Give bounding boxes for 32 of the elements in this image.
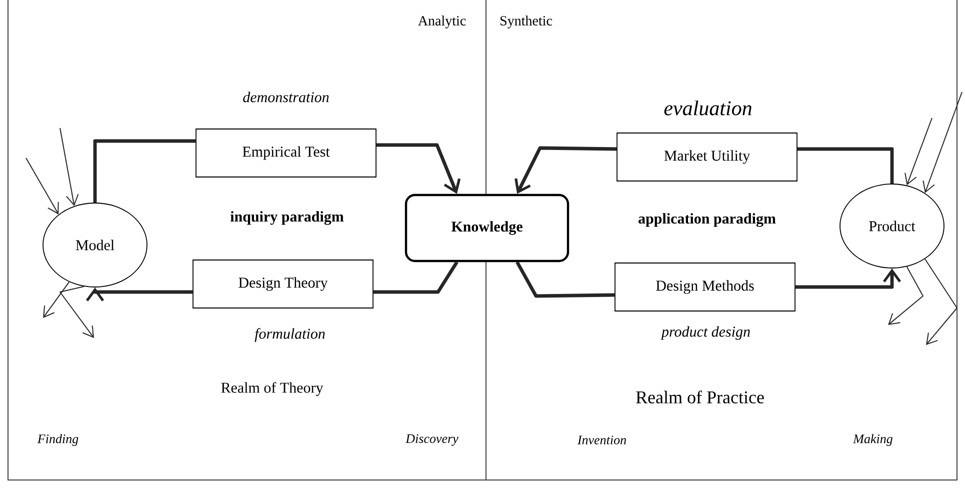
activity-label: Making [853, 434, 892, 446]
flow-label: formulation [254, 328, 325, 342]
paradigm-label: application paradigm [638, 213, 776, 227]
arrow [376, 143, 461, 194]
arrow [86, 287, 193, 302]
process-box: Empirical Test [196, 128, 376, 178]
arrow [514, 146, 617, 194]
process-box: Market Utility [616, 132, 798, 182]
realm-label: Realm of Theory [221, 382, 324, 396]
activity-label: Discovery [406, 434, 458, 446]
rounded-box: Knowledge [404, 194, 570, 262]
process-box: Design Methods [614, 262, 796, 312]
ellipse-node: Product [840, 184, 944, 268]
arrow [795, 268, 902, 289]
flow-label: product design [660, 326, 750, 340]
arrow [43, 281, 70, 318]
arrow [924, 258, 958, 345]
activity-label: Finding [37, 434, 78, 446]
paradigm-label: inquiry paradigm [230, 211, 344, 225]
process-box: Design Theory [192, 260, 374, 308]
arrow [904, 118, 932, 186]
realm-label: Realm of Practice [636, 390, 764, 404]
arrow [60, 286, 94, 338]
arrow [922, 92, 962, 193]
ellipse-node: Model [42, 202, 148, 288]
arrow [60, 128, 79, 206]
arrow [888, 266, 924, 325]
flow-label: demonstration [243, 92, 329, 102]
activity-label: Invention [577, 436, 626, 444]
region-label: Analytic [418, 16, 466, 28]
arrow [26, 158, 59, 214]
region-label: Synthetic [500, 16, 552, 28]
